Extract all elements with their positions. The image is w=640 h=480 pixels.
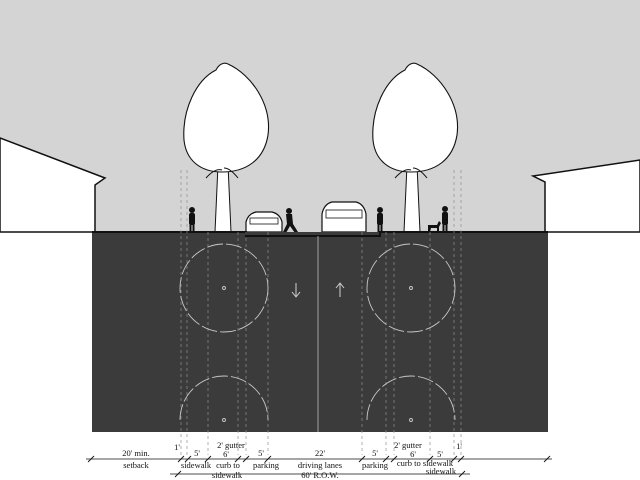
sky-background — [0, 0, 640, 232]
grade-line — [92, 231, 548, 237]
setback-value: 20' min. — [122, 448, 150, 458]
plan-ground — [92, 232, 548, 432]
right-parking-value: 5' — [372, 448, 378, 458]
left-house — [0, 137, 107, 233]
parked-car-right — [321, 201, 367, 233]
right-curb-label: curb to sidewalk — [397, 458, 454, 468]
pedestrian-right — [377, 207, 383, 232]
dimension-strings: 20' min. setback 1' 5' sidewalk 2' gutte… — [86, 440, 552, 480]
right-parking-label: parking — [362, 460, 389, 470]
left-parking-label: parking — [253, 460, 280, 470]
row-total: 60' R.O.W. — [301, 470, 339, 480]
left-curb-label: curb to — [216, 460, 240, 470]
left-sidewalk-label: sidewalk — [181, 460, 212, 470]
right-one-foot: 1' — [456, 441, 462, 451]
setback-label: setback — [123, 460, 149, 470]
pedestrian-walking — [283, 208, 298, 233]
elevation-view — [0, 0, 640, 233]
left-one-foot: 1' — [174, 442, 180, 452]
left-curb-label2: sidewalk — [212, 470, 243, 480]
dog-walker — [428, 206, 448, 232]
right-gutter-value: 2' gutter — [394, 440, 422, 450]
arrow-northbound-icon — [335, 282, 345, 297]
pedestrian-left — [189, 207, 195, 232]
lanes-label: driving lanes — [298, 460, 342, 470]
lanes-value: 22' — [315, 448, 326, 458]
canopy-plans — [179, 243, 456, 422]
right-curb-value: 6' — [410, 449, 416, 459]
left-curb-value: 6' — [223, 449, 229, 459]
left-parking-value: 5' — [258, 448, 264, 458]
right-house — [530, 159, 640, 233]
left-street-tree — [183, 62, 270, 233]
left-gutter-value: 2' gutter — [217, 440, 245, 450]
guide-lines — [180, 170, 462, 455]
parked-car-left — [245, 211, 283, 233]
right-sidewalk-label: sidewalk — [426, 466, 457, 476]
plan-view — [92, 170, 548, 455]
right-sidewalk-value: 5' — [437, 449, 443, 459]
left-sidewalk-value: 5' — [194, 448, 200, 458]
arrow-southbound-icon — [291, 283, 301, 298]
